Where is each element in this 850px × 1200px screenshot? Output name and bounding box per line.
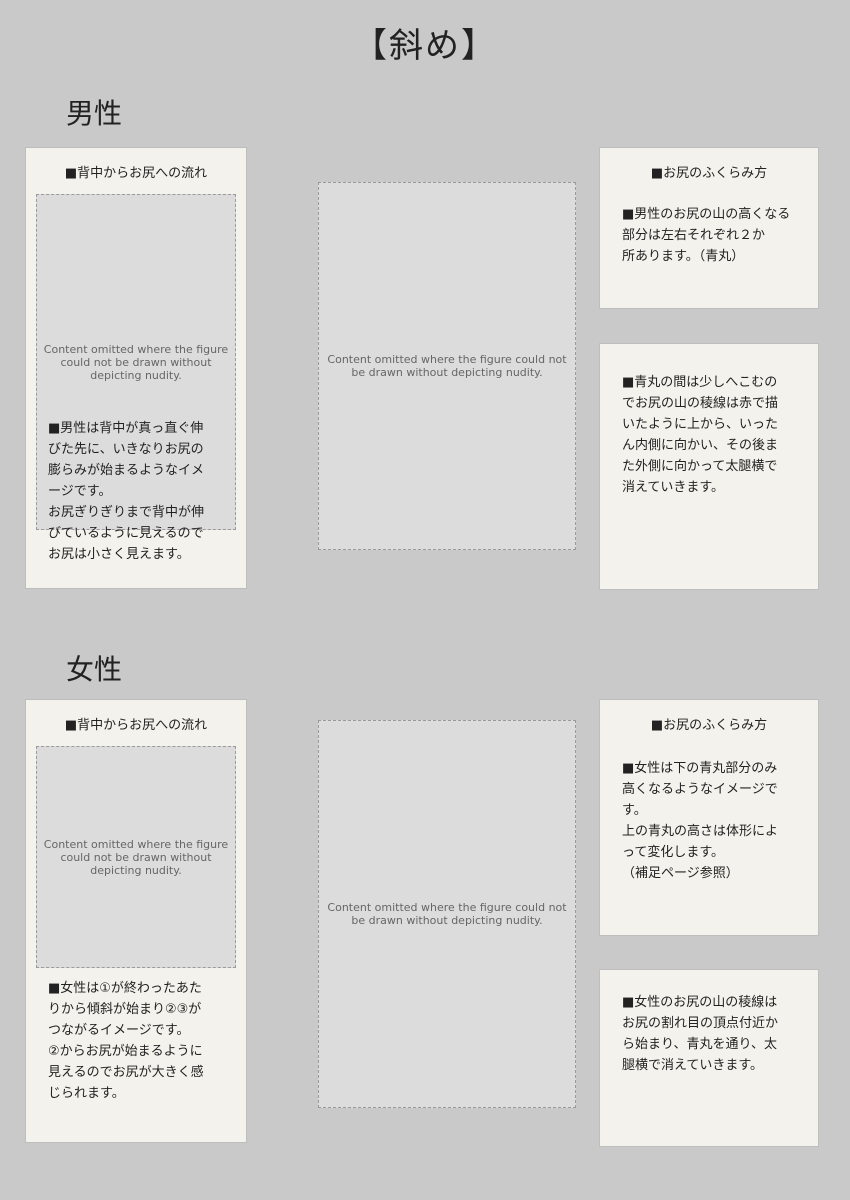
section-title-male: 男性: [66, 97, 123, 130]
male-flow-panel: ■背中からお尻への流れ Content omitted where the fi…: [26, 148, 246, 588]
male-bulge-panel: ■お尻のふくらみ方 ■男性のお尻の山の高くなる 部分は左右それぞれ２か 所ありま…: [600, 148, 818, 308]
omitted-figure-placeholder: Content omitted where the figure could n…: [36, 746, 236, 968]
female-ridge-panel: ■女性のお尻の山の稜線は お尻の割れ目の頂点付近か ら始まり、青丸を通り、太 腿…: [600, 970, 818, 1146]
female-bulge-panel: ■お尻のふくらみ方 ■女性は下の青丸部分のみ 高くなるようなイメージで す。 上…: [600, 700, 818, 935]
female-bulge-body: ■女性は下の青丸部分のみ 高くなるようなイメージで す。 上の青丸の高さは体形に…: [622, 761, 779, 881]
page-title: 【斜め】: [353, 26, 497, 66]
female-flow-panel: ■背中からお尻への流れ Content omitted where the fi…: [26, 700, 246, 1142]
section-title-female: 女性: [66, 653, 123, 686]
male-ridge-panel: ■青丸の間は少しへこむの でお尻の山の稜線は赤で描 いたように上から、いった ん…: [600, 344, 818, 589]
male-bulge-body: ■男性のお尻の山の高くなる 部分は左右それぞれ２か 所あります。（青丸）: [622, 207, 791, 264]
male-ridge-body: ■青丸の間は少しへこむの でお尻の山の稜線は赤で描 いたように上から、いった ん…: [622, 375, 779, 495]
omitted-figure-placeholder: Content omitted where the figure could n…: [36, 194, 236, 530]
female-ridge-body: ■女性のお尻の山の稜線は お尻の割れ目の頂点付近か ら始まり、青丸を通り、太 腿…: [622, 995, 779, 1073]
omitted-illustration-male: Content omitted where the figure could n…: [318, 182, 576, 550]
female-flow-heading: ■背中からお尻への流れ: [64, 718, 208, 733]
female-bulge-heading: ■お尻のふくらみ方: [650, 718, 768, 733]
female-flow-body: ■女性は①が終わったあた りから傾斜が始まり②③が つながるイメージです。 ②か…: [48, 981, 204, 1101]
male-bulge-heading: ■お尻のふくらみ方: [650, 166, 768, 181]
male-flow-body: ■男性は背中が真っ直ぐ伸 びた先に、いきなりお尻の 膨らみが始まるようなイメ ー…: [48, 421, 205, 562]
omitted-illustration-female: Content omitted where the figure could n…: [318, 720, 576, 1108]
male-flow-heading: ■背中からお尻への流れ: [64, 166, 208, 181]
